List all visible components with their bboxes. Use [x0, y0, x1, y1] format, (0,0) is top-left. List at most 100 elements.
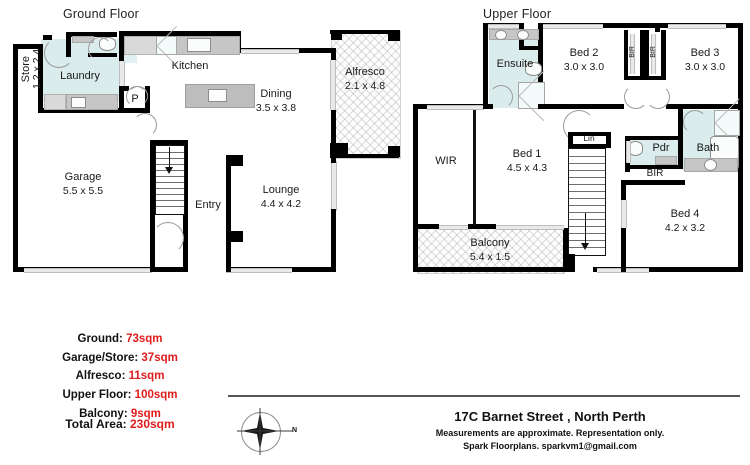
bath-shower: [714, 110, 740, 136]
washing-machine: [71, 97, 86, 108]
wall-pdr-top: [625, 136, 683, 140]
room-dim-bed4: 4.2 x 3.2: [664, 222, 706, 234]
wall-kitchen-top: [123, 31, 240, 36]
dining-window-top: [241, 49, 299, 54]
area-value-balcony: 9sqm: [130, 407, 161, 420]
laundry-window: [119, 61, 125, 86]
ground-staircase: [155, 145, 185, 215]
area-value-garage-store: 37sqm: [141, 351, 178, 364]
wall-store-top: [13, 44, 43, 49]
room-label-bed1: Bed 1: [512, 148, 542, 160]
wall-bir2-left: [645, 30, 649, 80]
room-label-bed4: Bed 4: [670, 208, 700, 220]
wall-ground-left: [13, 44, 18, 272]
room-label-bath: Bath: [696, 142, 720, 154]
wall-p-left: [124, 86, 129, 91]
garage-door-window: [24, 268, 152, 273]
room-label-bir-2: BIR: [650, 46, 658, 58]
area-label-alfresco: Alfresco:: [75, 370, 126, 383]
room-label-p: P: [131, 93, 139, 105]
wall-wc-top: [70, 32, 117, 37]
room-dim-garage: 5.5 x 5.5: [62, 185, 104, 197]
wall-alfresco-corner-tr: [388, 30, 400, 41]
total-area-value: 230sqm: [129, 417, 175, 431]
compass-north-label: N: [292, 427, 298, 434]
ensuite-basin-right: [517, 30, 529, 40]
door-arc-landing: [563, 110, 595, 142]
wall-lounge-left: [226, 155, 231, 235]
room-label-lounge: Lounge: [262, 184, 300, 196]
pdr-door-strip: [626, 141, 631, 163]
door-arc-p-right: [128, 86, 148, 106]
wall-balcony-top-mid: [468, 224, 496, 229]
room-label-wir: WIR: [435, 155, 457, 167]
wall-store-right: [38, 44, 43, 112]
wir-window: [427, 105, 484, 110]
wall-wir-divider: [473, 110, 476, 225]
area-label-ground: Ground:: [77, 333, 123, 345]
alfresco-area: [331, 31, 401, 159]
total-area: Total Area: 230sqm: [10, 417, 230, 431]
wall-lounge-corner-tl: [226, 155, 243, 166]
wall-lounge-right-bottom: [331, 209, 336, 271]
wall-alfresco-corner-tl: [331, 30, 342, 40]
wall-bir2-bottom: [645, 76, 666, 80]
ensuite-window: [488, 24, 522, 29]
upper-staircase: [568, 148, 606, 256]
wall-stair-top: [150, 140, 183, 145]
wall-upper-bottom-right: [593, 267, 743, 272]
wall-bir1-right: [640, 30, 645, 80]
ground-floor-title: Ground Floor: [63, 7, 140, 21]
wall-upper-left: [413, 104, 418, 272]
compass-ring: [241, 412, 281, 452]
cooktop: [187, 38, 211, 52]
area-schedule: Ground: 73sqm Garage/Store: 37sqm Alfres…: [10, 330, 230, 423]
property-address: 17C Barnet Street , North Perth: [454, 409, 646, 424]
area-line-alfresco: Alfresco: 11sqm: [10, 367, 230, 386]
bir1-door: [630, 34, 635, 74]
kitchen-sink: [156, 36, 178, 55]
area-line-ground: Ground: 73sqm: [10, 330, 230, 349]
wall-bir1-left: [624, 30, 628, 80]
wall-bath-left: [678, 108, 683, 138]
room-dim-bed2: 3.0 x 3.0: [563, 61, 605, 73]
ensuite-shower: [518, 82, 545, 109]
room-dim-dining: 3.5 x 3.8: [255, 102, 297, 114]
room-label-alfresco: Alfresco: [345, 66, 385, 78]
wall-balcony-top-left: [413, 224, 439, 229]
wall-balcony-right: [563, 228, 568, 272]
wall-laundry-bottom: [38, 108, 123, 113]
door-arc-entry: [152, 222, 184, 254]
wall-lounge-corner-bl: [226, 231, 243, 242]
wall-laundry-right-lower: [119, 86, 124, 113]
bir2-door: [651, 34, 656, 74]
alfresco-sliding-door: [330, 60, 336, 110]
wall-bir2-right: [661, 30, 666, 80]
kitchen-bench-left: [124, 36, 158, 55]
room-dim-lounge: 4.4 x 4.2: [260, 198, 302, 210]
upper-floor-title: Upper Floor: [483, 7, 552, 21]
room-label-ensuite: Ensuite: [496, 58, 534, 70]
wall-hall-bed4-bottom: [621, 228, 626, 272]
wall-dining-right-bottom: [331, 110, 336, 146]
wall-upper-topleft-vert: [483, 23, 488, 108]
room-label-entry: Entry: [195, 199, 221, 211]
room-label-lin: Lin: [583, 133, 595, 143]
bath-basin: [704, 159, 717, 171]
area-value-alfresco: 11sqm: [128, 370, 165, 383]
wall-entry-right: [183, 140, 188, 272]
room-label-pdr: Pdr: [652, 142, 670, 154]
wall-bed2-bottom: [538, 104, 624, 109]
wall-lin-bottom: [568, 144, 611, 148]
footer-disclaimer: Measurements are approximate. Representa…: [435, 428, 665, 438]
room-dim-store: 1.2 x 2.4: [31, 48, 44, 90]
balcony-door: [439, 225, 468, 230]
wall-upper-right-bottom: [738, 108, 743, 271]
wall-p-bottom: [124, 108, 150, 113]
door-arc-hall: [133, 113, 157, 137]
door-arc-ensuite: [489, 85, 513, 109]
door-arc-bath: [683, 110, 707, 134]
wall-ensuite-bottom: [483, 104, 493, 109]
room-label-bir-3: BIR: [646, 168, 664, 179]
